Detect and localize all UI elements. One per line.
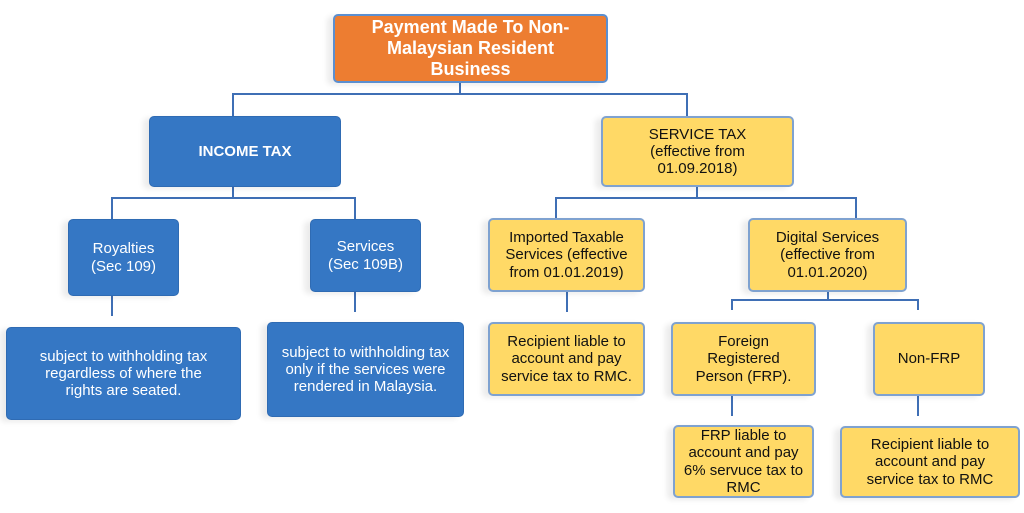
connector [111,197,113,219]
connector [731,396,733,416]
connector [686,93,688,116]
services-detail: subject to withholding tax only if the s… [267,322,464,417]
connector [855,197,857,218]
connector [354,292,356,312]
frp-detail: FRP liable to account and pay 6% servuce… [673,425,814,498]
connector [566,292,568,312]
connector [555,197,857,199]
connector [232,93,688,95]
connector [232,187,234,198]
connector [111,197,356,199]
connector [354,197,356,219]
connector [731,299,733,310]
imported-services-node: Imported Taxable Services (effective fro… [488,218,645,292]
service-tax-node: SERVICE TAX (effective from 01.09.2018) [601,116,794,187]
royalties-detail: subject to withholding tax regardless of… [6,327,241,420]
connector [917,396,919,416]
services-node: Services (Sec 109B) [310,219,421,292]
non-frp-node: Non-FRP [873,322,985,396]
connector [555,197,557,218]
income-tax-node: INCOME TAX [149,116,341,187]
connector [917,299,919,310]
royalties-node: Royalties (Sec 109) [68,219,179,296]
digital-services-node: Digital Services (effective from 01.01.2… [748,218,907,292]
imported-detail: Recipient liable to account and pay serv… [488,322,645,396]
frp-node: Foreign Registered Person (FRP). [671,322,816,396]
non-frp-detail: Recipient liable to account and pay serv… [840,426,1020,498]
connector [827,292,829,301]
connector [459,83,461,94]
root-node: Payment Made To Non-Malaysian Resident B… [333,14,608,83]
connector [232,93,234,116]
connector [731,299,919,301]
connector [696,187,698,198]
connector [111,296,113,316]
